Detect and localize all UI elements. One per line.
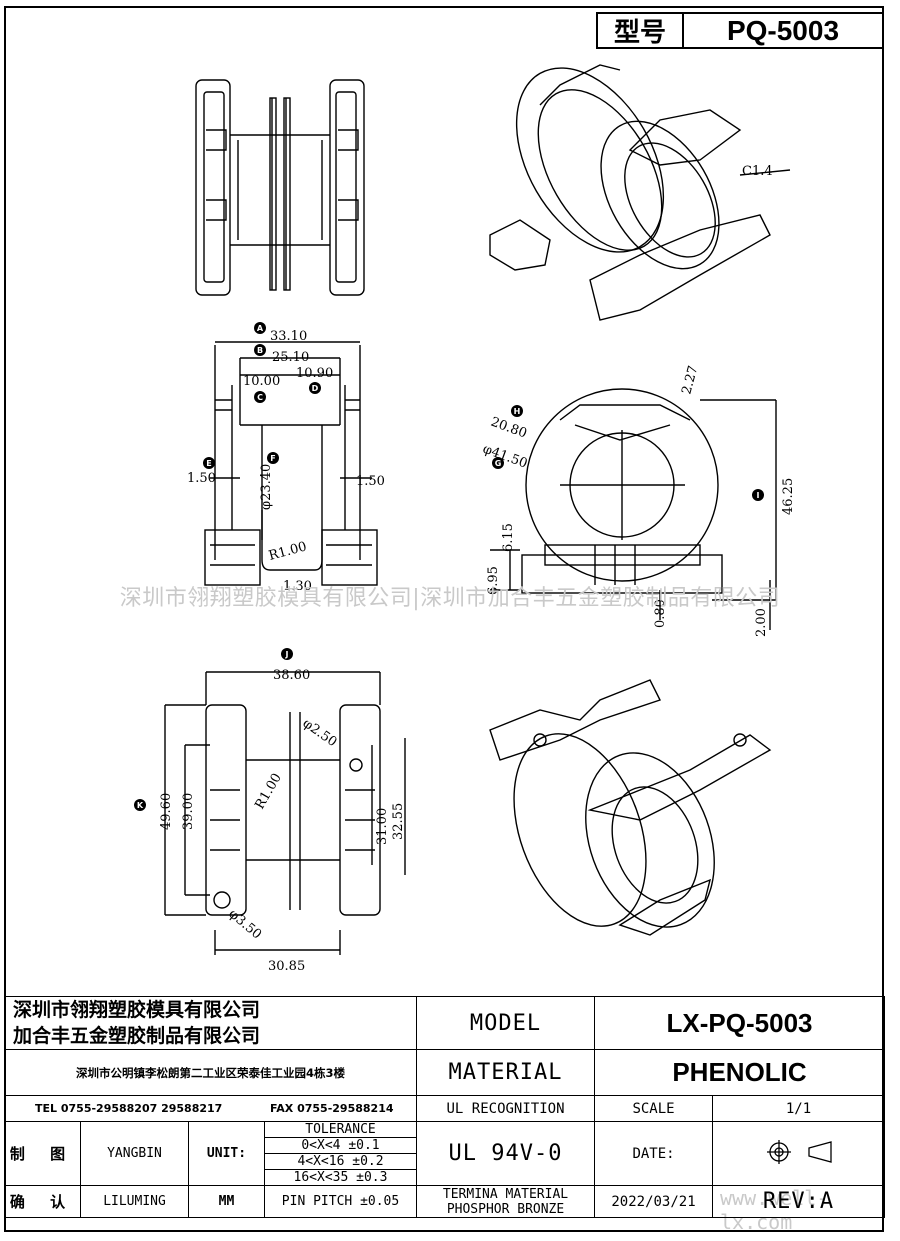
check-label: 确 认 [4,1185,81,1218]
dim-hole1: φ2.50 [300,716,340,750]
tol-range: PIN PITCH [281,1194,353,1209]
marker-G: G [495,459,502,468]
model-header: 型号 PQ-5003 [596,12,884,49]
contact: TEL 0755-29588207 29588217 FAX 0755-2958… [3,1095,418,1122]
dim-H: 20.80 [489,415,529,442]
dim-k2: 31.00 [375,808,390,845]
tolerance-row: 4<X<16 ±0.2 [263,1153,418,1170]
dim-A: 33.10 [270,329,307,344]
marker-C: C [257,393,263,402]
title-block: 深圳市翎翔塑胶模具有限公司 加合丰五金塑胶制品有限公司 MODEL LX-PQ-… [3,996,886,1218]
ul-value: UL 94V-0 [416,1121,596,1186]
marker-A: A [257,324,264,333]
dim-w: 30.85 [268,959,305,974]
drawn-label: 制 图 [4,1121,81,1186]
dim-bottom-side: 1.30 [283,579,312,594]
dim-h4: 2.00 [754,608,769,637]
marker-H: H [514,407,521,416]
drawn-value: YANGBIN [80,1121,189,1186]
scale-value: 1/1 [712,1095,886,1122]
model-header-label: 型号 [598,14,684,48]
fax: FAX 0755-29588214 [270,1102,394,1115]
tol-range: 4<X<16 [297,1154,345,1169]
chamfer-label: C1.4 [742,164,773,179]
date-value: 2022/03/21 [594,1185,714,1218]
dim-H-small: 2.27 [679,364,701,396]
tolerance-header: TOLERANCE [263,1121,418,1138]
company-2: 加合丰五金塑胶制品有限公司 [13,1025,261,1047]
marker-J: J [285,650,289,659]
tel: TEL 0755-29588207 29588217 [35,1102,223,1115]
dim-C: 10.00 [243,374,280,389]
material-value: PHENOLIC [594,1049,886,1096]
address: 深圳市公明镇李松朗第二工业区荣泰佳工业园4栋3楼 [3,1049,418,1096]
dim-E-right: 1.50 [356,474,385,489]
model-header-value: PQ-5003 [726,14,840,46]
dim-F: φ23.40 [259,464,274,510]
front-view [490,388,777,630]
dim-I: 46.25 [781,478,796,515]
projection-symbol [712,1121,886,1186]
marker-I: I [757,491,760,500]
tol-value: ±0.2 [352,1154,384,1169]
tolerance-row: 0<X<4 ±0.1 [263,1137,418,1154]
company-1: 深圳市翎翔塑胶模具有限公司 [13,999,261,1021]
model-label: MODEL [416,996,596,1050]
projection-icon [766,1139,832,1164]
termina-material-value: PHOSPHOR BRONZE [446,1201,565,1217]
dim-k3: 32.55 [391,803,406,840]
dim-G: φ41.50 [481,442,530,472]
section-view [204,341,378,586]
tol-range: 16<X<35 [293,1170,349,1185]
tol-range: 0<X<4 [301,1138,341,1153]
bottom-view [164,671,406,955]
revision: REV:A [712,1185,886,1218]
termina-material: TERMINA MATERIAL PHOSPHOR BRONZE [416,1185,596,1218]
termina-material-label: TERMINA MATERIAL [442,1186,569,1202]
dim-B: 25.10 [272,350,309,365]
check-value: LILUMING [80,1185,189,1218]
dim-R-side: R1.00 [267,539,308,564]
marker-K: K [137,801,144,810]
ul-label: UL RECOGNITION [416,1095,596,1122]
dim-h3: 0.80 [653,599,668,628]
iso-view-top [489,64,791,321]
unit-value: MM [188,1185,265,1218]
company-names: 深圳市翎翔塑胶模具有限公司 加合丰五金塑胶制品有限公司 [3,996,418,1050]
scale-label: SCALE [594,1095,714,1122]
dim-J: 38.60 [273,668,310,683]
dim-D: 10.90 [296,366,333,381]
tolerance-row: 16<X<35 ±0.3 [263,1169,418,1186]
tol-value: ±0.3 [356,1170,388,1185]
dim-K: 49.60 [159,793,174,830]
date-label: DATE: [594,1121,714,1186]
marker-B: B [257,346,263,355]
dim-E-left: 1.50 [187,471,216,486]
dim-h1: 6.15 [501,523,516,552]
marker-F: F [270,454,275,463]
drawing-frame [4,6,884,1232]
side-view-top [195,79,365,296]
dim-r-bottom: R1.00 [252,771,284,812]
material-label: MATERIAL [416,1049,596,1096]
tol-value: ±0.1 [348,1138,380,1153]
dim-h2: 6.95 [486,566,501,595]
dim-k1: 39.00 [181,793,196,830]
marker-D: D [312,384,319,393]
marker-E: E [206,459,211,468]
iso-view-bottom [489,679,772,936]
dimension-markers [134,322,764,811]
watermark-text: 深圳市翎翔塑胶模具有限公司|深圳市加合丰五金塑胶制品有限公司 [119,586,781,611]
unit-label: UNIT: [188,1121,265,1186]
tolerance-row: PIN PITCH ±0.05 [263,1185,418,1218]
model-value: LX-PQ-5003 [594,996,886,1050]
tol-value: ±0.05 [360,1194,400,1209]
